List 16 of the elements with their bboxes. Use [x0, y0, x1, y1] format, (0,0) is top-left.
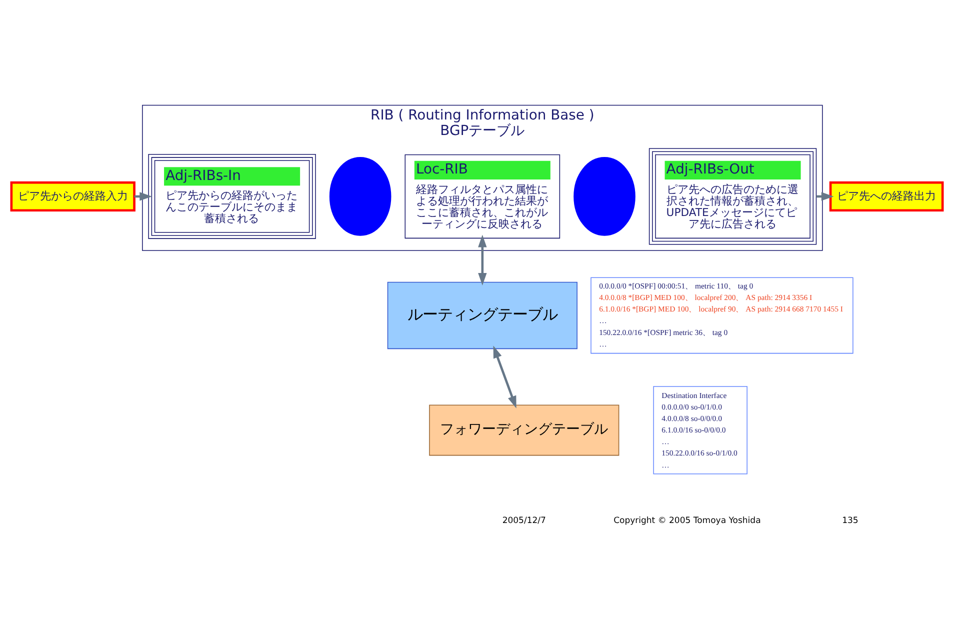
- label: 2005/12/7: [502, 516, 546, 526]
- label: Copyright © 2005 Tomoya Yoshida: [614, 516, 761, 526]
- arrow: [478, 234, 487, 286]
- node-box: ルーティングテーブル: [387, 282, 578, 350]
- node-box: ピア先からの経路入力: [10, 181, 136, 212]
- arrow: [493, 346, 516, 408]
- node-box: Loc-RIB 経路フィルタとパス属性による処理が行われた結果がここに蓄積され、これがルーティングに反映される: [404, 154, 560, 239]
- label: 135: [842, 516, 858, 526]
- node-box: Adj-RIBs-In ピア先からの経路がいったんこのテーブルにそのまま蓄積される: [148, 154, 316, 239]
- node-box: 0.0.0.0/0 *[OSPF] 00:00:51、 metric 110、 tag 0 4.0.0.0/8 *[BGP] MED 100、 localpref 200、 AS path: 2914 3356 I 6.1.0.0/16 *[BGP] MED 100、 localpref 90、 AS path: 2914 668 7170 1455 I … 150.22.0.0/16 *[OSPF] metric 36、 tag 0 …: [590, 277, 854, 354]
- node-box: Adj-RIBs-Out ピア先への広告のために選択された情報が蓄積され、UPDATEメッセージにてピア先に広告される: [648, 148, 817, 245]
- node-ellipse: [574, 157, 636, 236]
- node-box: Destination Interface 0.0.0.0/0 so-0/1/0.0 4.0.0.0/8 so-0/0/0.0 6.1.0.0/16 so-0/0/0.0 … 150.22.0.0/16 so-0/1/0.0 …: [653, 386, 748, 474]
- node-box: ピア先への経路出力: [829, 181, 944, 212]
- node-ellipse: [329, 157, 392, 236]
- node-box: フォワーディングテーブル: [429, 404, 620, 456]
